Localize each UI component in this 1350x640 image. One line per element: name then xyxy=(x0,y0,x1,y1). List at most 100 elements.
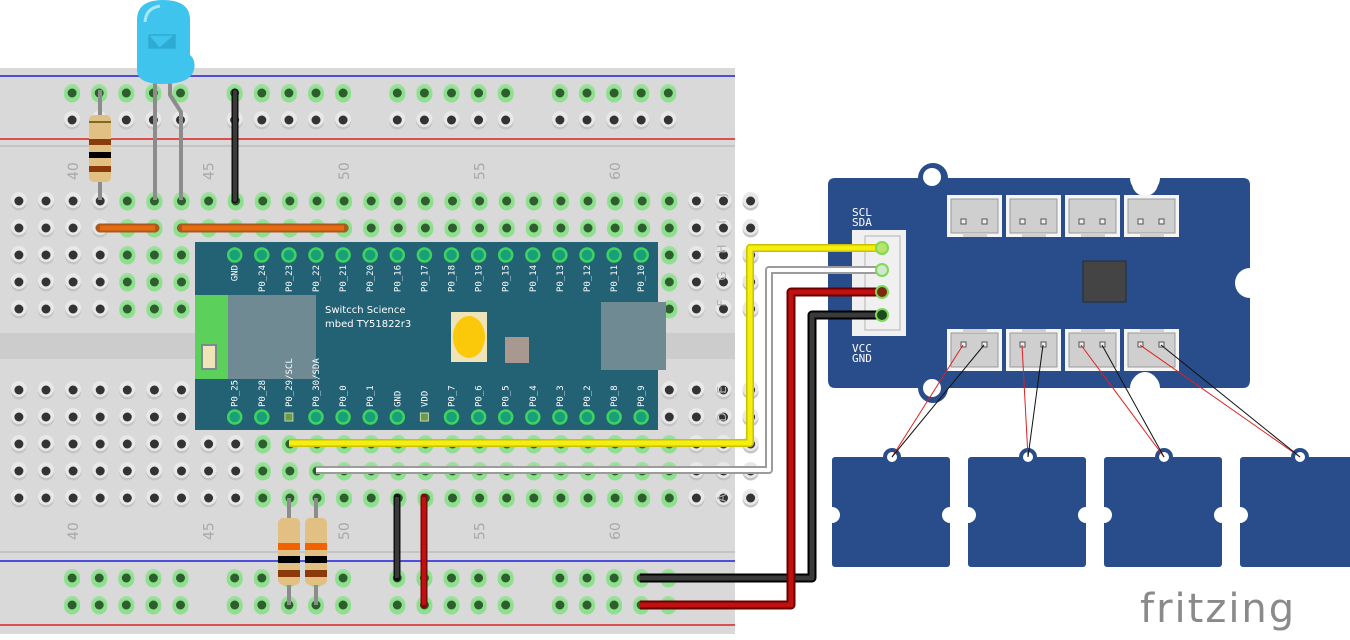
hole-center xyxy=(177,277,186,287)
mcu-pin[interactable] xyxy=(254,247,270,263)
port-inner xyxy=(1009,198,1058,234)
port-inner xyxy=(1009,332,1058,368)
hole-center xyxy=(583,493,593,503)
mcu-pin[interactable] xyxy=(552,247,568,263)
mcu-pin[interactable] xyxy=(308,409,324,425)
mcu-pin[interactable] xyxy=(606,247,622,263)
sensor-module[interactable] xyxy=(1232,448,1350,567)
hub-pin-scl[interactable] xyxy=(875,263,889,277)
mcu-chip xyxy=(505,337,529,363)
hole-center xyxy=(41,466,51,476)
hole-center xyxy=(95,412,105,422)
mcu-pin[interactable] xyxy=(254,409,270,425)
mcu-label-line2: mbed TY51822r3 xyxy=(325,319,411,330)
mcu-pin[interactable] xyxy=(226,409,243,425)
hole-center xyxy=(420,223,430,233)
hub-pin-sda[interactable] xyxy=(875,241,889,255)
mcu-pin[interactable] xyxy=(525,247,541,263)
resistor-bottom-2[interactable] xyxy=(305,498,327,605)
sensor-module[interactable] xyxy=(1096,448,1230,567)
hub-mount-hole xyxy=(1132,170,1158,196)
ratsnest-line-black xyxy=(1101,344,1165,458)
mcu-pin[interactable] xyxy=(308,247,324,263)
hole-center xyxy=(14,466,24,476)
hub-label-sda: SDA xyxy=(852,216,872,229)
mcu-pin[interactable] xyxy=(416,247,433,263)
led-highlight xyxy=(143,4,161,23)
mcu-pin[interactable] xyxy=(525,409,541,425)
resistor-top[interactable] xyxy=(89,90,111,200)
hole-center xyxy=(285,196,295,206)
hole-center xyxy=(122,412,132,422)
hole-center xyxy=(637,196,647,206)
hub-mount-hole xyxy=(1132,372,1158,398)
hole-center xyxy=(582,88,592,98)
hole-center xyxy=(68,277,78,287)
sensor-module[interactable] xyxy=(824,448,958,567)
mcu-pin[interactable] xyxy=(389,247,406,263)
resistor-bottom-1[interactable] xyxy=(278,498,300,605)
hole-center xyxy=(177,412,186,422)
mcu-pin[interactable] xyxy=(443,247,460,263)
sensor-module-pcb xyxy=(1104,457,1222,567)
mcu-pin[interactable] xyxy=(606,409,622,425)
mcu-pin-label: GND xyxy=(231,265,241,281)
hole-center xyxy=(664,385,674,395)
hole-center xyxy=(177,385,186,395)
mcu-pin-label: P0_29/SCL xyxy=(285,358,295,407)
mcu-pin[interactable] xyxy=(633,247,649,263)
hub-mount-hole xyxy=(923,168,941,186)
mcu-pin[interactable] xyxy=(443,409,460,425)
mcu-pin-label: P0_8 xyxy=(610,385,620,407)
mcu-pin-label: P0_20 xyxy=(366,265,376,292)
hub-pin-gnd[interactable] xyxy=(875,308,889,322)
hub-chip xyxy=(1082,260,1127,303)
hub-pin-vcc[interactable] xyxy=(875,285,889,299)
hole-center xyxy=(177,304,186,314)
led[interactable] xyxy=(137,0,195,200)
hub-mount-hole xyxy=(923,379,941,397)
hole-center xyxy=(94,600,104,610)
hole-center xyxy=(285,466,295,476)
hub-ports xyxy=(947,195,1179,371)
hole-center xyxy=(95,466,105,476)
sensor-module[interactable] xyxy=(960,448,1094,567)
hole-center xyxy=(338,600,348,610)
mcu-pin[interactable] xyxy=(497,247,514,263)
mcu-pin[interactable] xyxy=(579,409,595,425)
hole-center xyxy=(14,277,24,287)
hole-center xyxy=(14,223,24,233)
mcu-pin[interactable] xyxy=(633,409,649,425)
hole-center xyxy=(502,223,512,233)
module-notch xyxy=(1078,507,1094,523)
hole-center xyxy=(582,573,592,583)
mcu-pin[interactable] xyxy=(284,412,294,422)
mcu-pin[interactable] xyxy=(362,409,378,425)
hole-center xyxy=(529,196,539,206)
mcu-pin[interactable] xyxy=(552,409,568,425)
hole-center xyxy=(474,600,484,610)
hole-center xyxy=(501,600,511,610)
mcu-pin[interactable] xyxy=(226,247,243,263)
mcu-pin-label: VDD xyxy=(420,391,430,407)
mcu-pin[interactable] xyxy=(470,247,487,263)
mcu-pin[interactable] xyxy=(362,247,378,263)
mcu-pin[interactable] xyxy=(579,247,595,263)
mcu-pin[interactable] xyxy=(497,409,514,425)
mcu-pin[interactable] xyxy=(281,247,297,263)
mcu-button[interactable] xyxy=(453,316,485,358)
mcu-pin[interactable] xyxy=(470,409,487,425)
mcu-pin[interactable] xyxy=(335,409,351,425)
mcu-usb-connector xyxy=(601,302,666,370)
i2c-hub[interactable]: SCL SDA VCC GND xyxy=(828,163,1262,403)
hole-center xyxy=(392,115,402,125)
sensor-modules xyxy=(824,448,1350,567)
hole-center xyxy=(636,88,646,98)
mcu-pin[interactable] xyxy=(335,247,351,263)
hole-center xyxy=(14,439,24,449)
hole-center xyxy=(664,223,674,233)
mcu-pin[interactable] xyxy=(389,409,406,425)
mcu-pin[interactable] xyxy=(419,412,429,422)
resistor-band xyxy=(89,121,111,123)
